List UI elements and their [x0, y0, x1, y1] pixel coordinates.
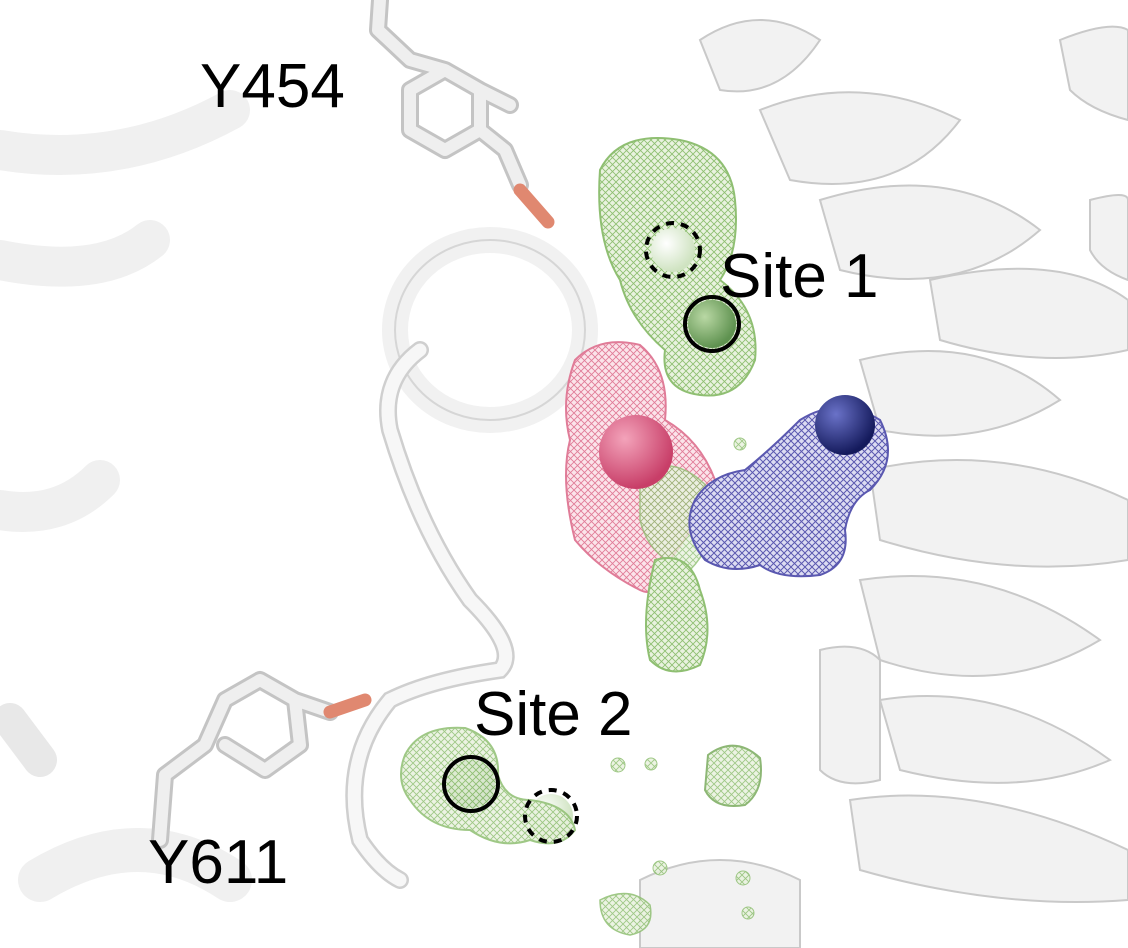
density-speck-4 [735, 870, 751, 886]
residue-label-y454: Y454 [200, 52, 345, 121]
helix-turn-6 [868, 459, 1128, 568]
density-speck-2 [644, 757, 658, 771]
blue-atom [815, 395, 875, 455]
far-right-helix-mid [1089, 194, 1128, 282]
residue-y611 [151, 671, 372, 849]
helix-turn-5 [858, 350, 1062, 437]
site-label-1: Site 1 [720, 242, 879, 311]
residue-y454 [369, 0, 555, 229]
y611-oxygen [323, 693, 372, 719]
site-markers [442, 221, 741, 844]
helix-spine [819, 645, 881, 785]
pale-atom-site1 [651, 228, 695, 272]
site2-dashed-marker [523, 788, 579, 844]
y454-stick-outline [369, 0, 529, 194]
background-helices [0, 90, 252, 902]
helix-turn-1 [698, 19, 822, 93]
density-speck-5 [741, 906, 755, 920]
green-density-tail [645, 557, 709, 673]
bottom-left-ribbon [18, 828, 252, 902]
site-label-2: Site 2 [474, 680, 633, 749]
coil [345, 341, 515, 889]
y454-stick [372, 0, 526, 191]
helix-turn-2 [758, 91, 962, 185]
upper-loop [382, 227, 598, 433]
green-density-site2 [400, 437, 762, 936]
density-speck-1 [610, 757, 626, 773]
site2-solid-marker [442, 755, 500, 813]
density-blob-right [703, 744, 762, 807]
far-right-helix-top [1058, 25, 1128, 122]
site1-solid-marker [683, 295, 741, 353]
helix-turn-3 [818, 184, 1042, 280]
helix-turn-4 [928, 267, 1128, 359]
site1-dashed-marker [644, 221, 702, 279]
loop-ring-edge [394, 239, 586, 421]
left-helix-upper [0, 90, 250, 175]
coil-body [347, 343, 513, 887]
density-mesh-tail [645, 557, 709, 673]
green-atom-site1 [688, 300, 736, 348]
pink-atom [599, 415, 673, 489]
left-helix-low [0, 460, 120, 532]
residue-label-y611: Y611 [148, 828, 289, 897]
density-speck-3 [652, 860, 668, 876]
density-blob-bottom [599, 892, 652, 936]
helix-turn-9 [848, 794, 1128, 903]
density-speck-6 [733, 437, 747, 451]
left-helix-edge [0, 703, 57, 777]
y611-stick [154, 674, 336, 846]
helix-turn-8 [878, 695, 1112, 784]
density-mesh-site2 [400, 726, 577, 845]
y454-oxygen [513, 183, 555, 229]
left-helix-mid [0, 220, 170, 287]
helix-turn-7 [858, 575, 1102, 677]
right-helices [639, 19, 1128, 948]
